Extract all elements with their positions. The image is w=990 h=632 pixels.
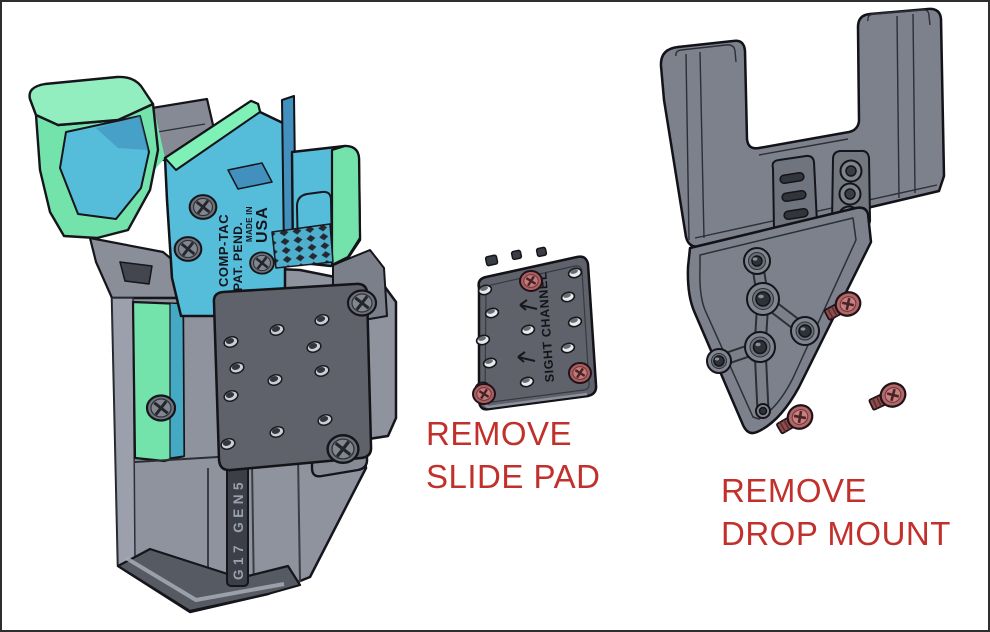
remove-drop-mount-label: REMOVE DROP MOUNT [721,469,951,555]
holster-assembly: G17 GEN5 COMP-TAC PAT. PEND. MADE IN USA [28,75,398,614]
phillips-screw-icon [248,251,276,275]
drop-mount [659,7,946,441]
sight-channel-arrows [517,299,538,363]
remove-slide-pad-label-line2: SLIDE PAD [426,458,601,495]
holster-hood-top-face [28,75,155,127]
drop-mount-slots [779,171,809,221]
brand-marking: COMP-TAC [216,214,231,287]
drop-mount-fork-lines [675,9,938,241]
slide-pad-top-posts [484,246,548,267]
remove-slide-pad-label: REMOVE SLIDE PAD [426,412,600,498]
holster-hood-inner-shade [96,116,148,150]
phillips-screw-icon [173,235,203,263]
holster-body-left-edge [111,297,136,567]
origin-marking-small: MADE IN [245,206,254,242]
holster-lock-panel-shade [169,302,185,459]
model-marking: G17 GEN5 [231,478,246,580]
phillips-screw-icon [346,289,378,317]
mounting-pad-holes [220,314,333,450]
phillips-screw-icon [145,394,177,422]
remove-drop-mount-label-line1: REMOVE [721,472,868,509]
holster-hinge-notch [119,261,153,285]
drop-mount-fork [659,7,946,248]
drop-mount-plate-bosses [706,247,820,419]
origin-marking-large: USA [254,206,271,243]
brand-plate-edge-strip [164,100,261,171]
boot-bottom-highlight [124,556,285,602]
drop-mount-plate [686,206,873,435]
drop-mount-screw-icon [865,377,911,417]
phillips-screw-icon [188,193,218,221]
wing-texture-grid [271,223,334,269]
brand-plate-fold [227,162,273,190]
wing-mint-band [330,144,362,267]
slide-pad-screw-icon [567,361,593,385]
boot-bottom-face [116,547,302,613]
patent-marking: PAT. PEND. [231,222,245,291]
slide-pad-screw-icon [518,269,544,293]
slide-pad-screw-icon [471,382,497,406]
slide-pad: SIGHT CHANNEL [471,246,598,411]
remove-slide-pad-label-line1: REMOVE [426,415,573,452]
phillips-screw-icon [325,433,361,465]
mounting-pad [212,282,373,472]
drop-mount-plate-inner [699,217,857,420]
remove-drop-mount-label-line2: DROP MOUNT [721,515,951,552]
